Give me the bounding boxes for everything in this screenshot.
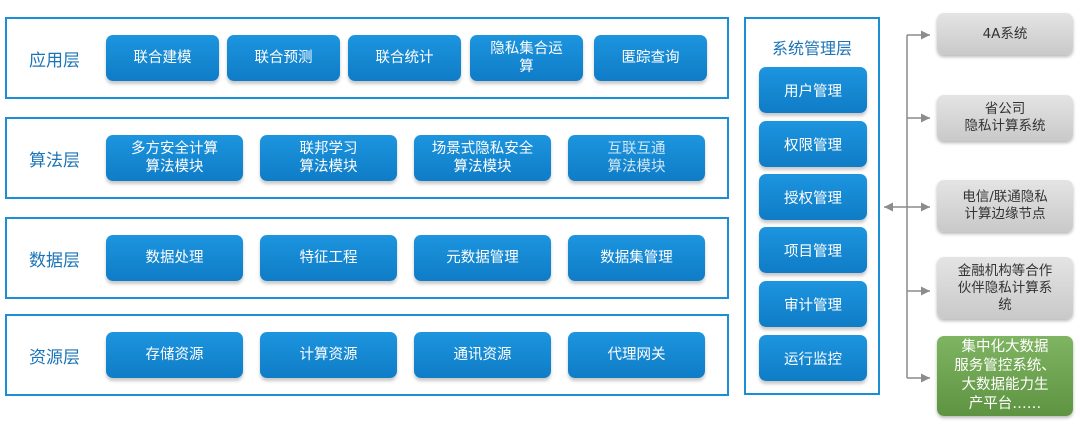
layer-title: 资源层 — [29, 347, 80, 368]
module-button[interactable]: 隐私集合运 算 — [470, 35, 583, 81]
module-button[interactable]: 多方安全计算 算法模块 — [106, 135, 243, 181]
module-button[interactable]: 匿踪查询 — [594, 35, 707, 81]
module-button[interactable]: 联邦学习 算法模块 — [260, 135, 397, 181]
module-button[interactable]: 互联互通 算法模块 — [568, 135, 705, 181]
module-button[interactable]: 代理网关 — [568, 332, 705, 378]
sys-item-permission-management[interactable]: 权限管理 — [759, 121, 867, 167]
layer-title: 数据层 — [29, 250, 80, 271]
system-management-title: 系统管理层 — [771, 39, 852, 58]
external-system-financial-partners[interactable]: 金融机构等合作 伙伴隐私计算系 统 — [937, 257, 1073, 319]
layer-title: 算法层 — [29, 150, 80, 171]
external-system-4a[interactable]: 4A系统 — [937, 13, 1073, 55]
module-button[interactable]: 联合预测 — [227, 35, 340, 81]
layer-title: 应用层 — [29, 50, 80, 71]
layer-resource: 资源层 存储资源 计算资源 通讯资源 代理网关 — [5, 314, 729, 396]
module-button[interactable]: 数据处理 — [106, 235, 243, 281]
module-button[interactable]: 数据集管理 — [568, 235, 705, 281]
module-button[interactable]: 通讯资源 — [414, 332, 551, 378]
module-button[interactable]: 存储资源 — [106, 332, 243, 378]
module-button[interactable]: 计算资源 — [260, 332, 397, 378]
sys-item-audit-management[interactable]: 审计管理 — [759, 281, 867, 327]
sys-item-user-management[interactable]: 用户管理 — [759, 67, 867, 113]
external-system-telecom-edge[interactable]: 电信/联通隐私 计算边缘节点 — [937, 180, 1073, 232]
layer-application: 应用层 联合建模 联合预测 联合统计 隐私集合运 算 匿踪查询 — [5, 17, 729, 99]
layer-data: 数据层 数据处理 特征工程 元数据管理 数据集管理 — [5, 217, 729, 299]
layer-algorithm: 算法层 多方安全计算 算法模块 联邦学习 算法模块 场景式隐私安全 算法模块 互… — [5, 117, 729, 199]
external-system-provincial[interactable]: 省公司 隐私计算系统 — [937, 95, 1073, 141]
sys-item-authorization-management[interactable]: 授权管理 — [759, 174, 867, 220]
module-button[interactable]: 场景式隐私安全 算法模块 — [414, 135, 551, 181]
module-button[interactable]: 特征工程 — [260, 235, 397, 281]
module-button[interactable]: 联合统计 — [348, 35, 461, 81]
sys-item-operation-monitoring[interactable]: 运行监控 — [759, 335, 867, 381]
sys-item-project-management[interactable]: 项目管理 — [759, 227, 867, 273]
external-system-big-data-platform[interactable]: 集中化大数据 服务管控系统、 大数据能力生 产平台…… — [937, 336, 1073, 416]
system-management-panel: 系统管理层 用户管理 权限管理 授权管理 项目管理 审计管理 运行监控 — [744, 17, 880, 395]
module-button[interactable]: 元数据管理 — [414, 235, 551, 281]
module-button[interactable]: 联合建模 — [106, 35, 219, 81]
